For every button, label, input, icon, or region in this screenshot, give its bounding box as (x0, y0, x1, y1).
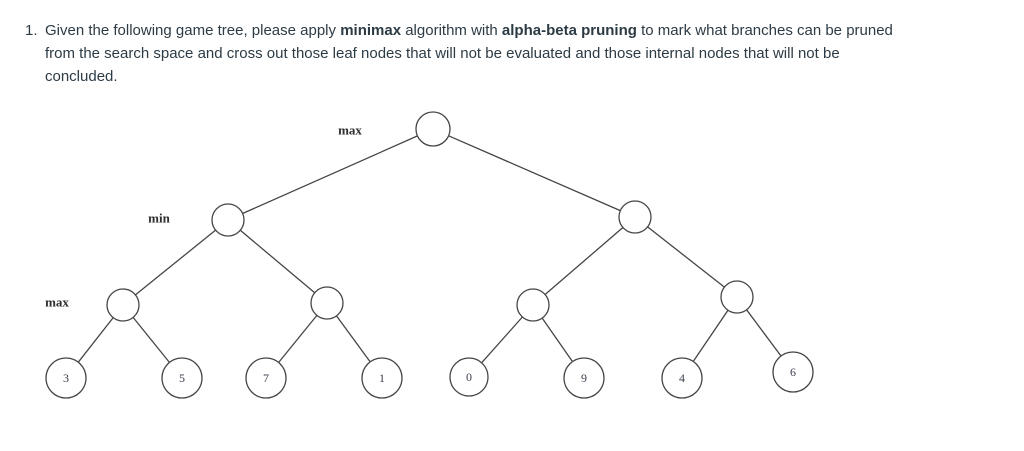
tree-edge-root-min-left (242, 135, 418, 215)
leaf-value-leaf-b: 5 (179, 371, 185, 385)
tree-edge-min-left-max-1 (134, 229, 217, 296)
question-text-segment: Given the following game tree, please ap… (45, 22, 341, 39)
leaf-value-leaf-f: 9 (581, 371, 587, 385)
tree-edge-max-1-leaf-b (132, 316, 170, 363)
question-text-segment: to mark what branches can be pruned (636, 22, 893, 39)
tree-edge-min-right-max-3 (544, 227, 624, 295)
level-label-min-1: min (148, 211, 170, 226)
question-text-segment: algorithm with (401, 22, 502, 39)
leaf-value-leaf-c: 7 (263, 371, 269, 385)
tree-node-leaf-a (45, 357, 87, 399)
question-keyword: minimax (340, 22, 402, 39)
leaf-value-leaf-h: 6 (790, 365, 796, 379)
tree-edge-min-right-max-4 (647, 226, 725, 288)
tree-edge-max-3-leaf-f (541, 317, 574, 362)
question-line-1: Given the following game tree, please ap… (45, 19, 985, 42)
leaf-value-leaf-e: 0 (466, 370, 472, 384)
tree-node-leaf-h (772, 351, 814, 393)
tree-node-max-4 (720, 280, 754, 314)
leaf-value-leaf-d: 1 (379, 371, 385, 385)
tree-node-leaf-f (563, 357, 605, 399)
question-line-2: from the search space and cross out thos… (45, 42, 985, 65)
tree-node-leaf-g (661, 357, 703, 399)
tree-edge-max-2-leaf-d (335, 315, 371, 363)
tree-edge-max-2-leaf-c (278, 314, 318, 363)
tree-node-max-3 (516, 288, 550, 322)
tree-edge-max-3-leaf-e (481, 316, 523, 364)
tree-edge-max-4-leaf-h (746, 309, 782, 357)
leaf-value-leaf-g: 4 (679, 371, 685, 385)
level-label-max-0: max (338, 123, 362, 138)
question-line-3: concluded. (45, 65, 985, 88)
tree-node-leaf-c (245, 357, 287, 399)
tree-edge-max-1-leaf-a (77, 317, 114, 363)
tree-node-root (415, 111, 451, 147)
tree-node-leaf-b (161, 357, 203, 399)
tree-node-max-1 (106, 288, 140, 322)
tree-edge-max-4-leaf-g (692, 309, 729, 362)
question-number: 1. (25, 22, 38, 39)
tree-edge-root-min-right (448, 135, 621, 212)
tree-node-min-left (211, 203, 245, 237)
question-keyword: alpha-beta pruning (501, 22, 637, 39)
tree-node-leaf-d (361, 357, 403, 399)
tree-node-leaf-e (449, 357, 489, 397)
question-text-segment: from the search space and cross out thos… (45, 45, 840, 62)
tree-edge-min-left-max-2 (239, 229, 316, 294)
question-block: 1. Given the following game tree, please… (25, 19, 985, 88)
level-label-max-2: max (45, 295, 69, 310)
tree-node-min-right (618, 200, 652, 234)
tree-node-max-2 (310, 286, 344, 320)
question-text-segment: concluded. (45, 68, 118, 85)
leaf-value-leaf-a: 3 (63, 371, 69, 385)
question-text: Given the following game tree, please ap… (45, 19, 985, 88)
